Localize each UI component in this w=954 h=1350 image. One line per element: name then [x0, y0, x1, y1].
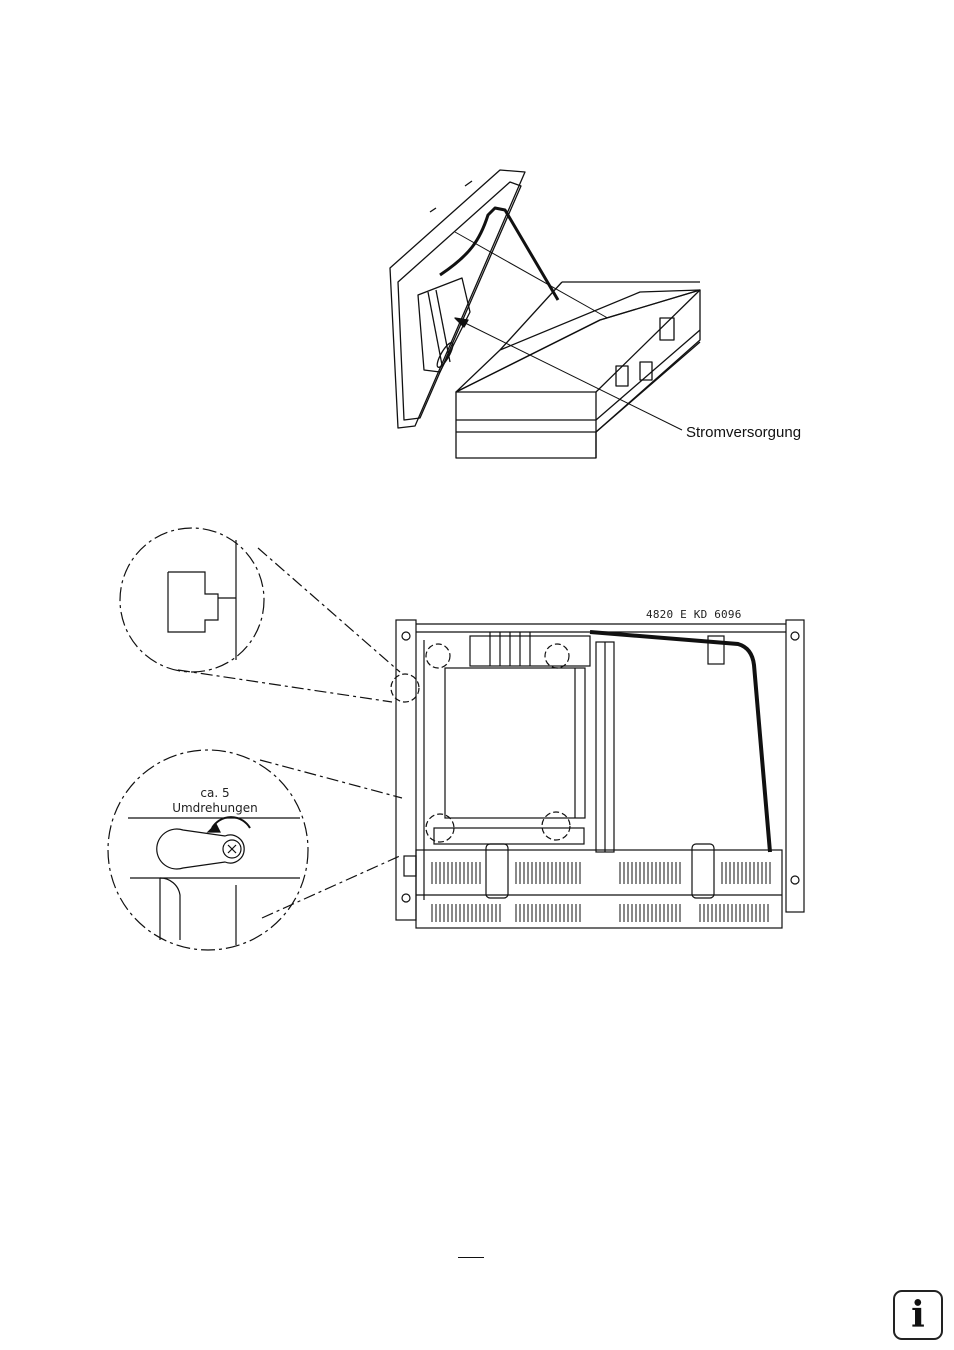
power-supply-callout-label: Stromversorgung — [686, 424, 802, 441]
turns-label-line2: Umdrehungen — [172, 801, 258, 815]
info-icon-glyph: i — [911, 1294, 925, 1336]
page-number-mark — [458, 1257, 484, 1258]
case-illustration — [389, 169, 701, 459]
turns-label-line1: ca. 5 — [200, 786, 230, 800]
rack-illustration — [107, 527, 805, 951]
part-number-label: 4820 E KD 6096 — [646, 608, 742, 621]
info-icon: i — [893, 1290, 943, 1340]
